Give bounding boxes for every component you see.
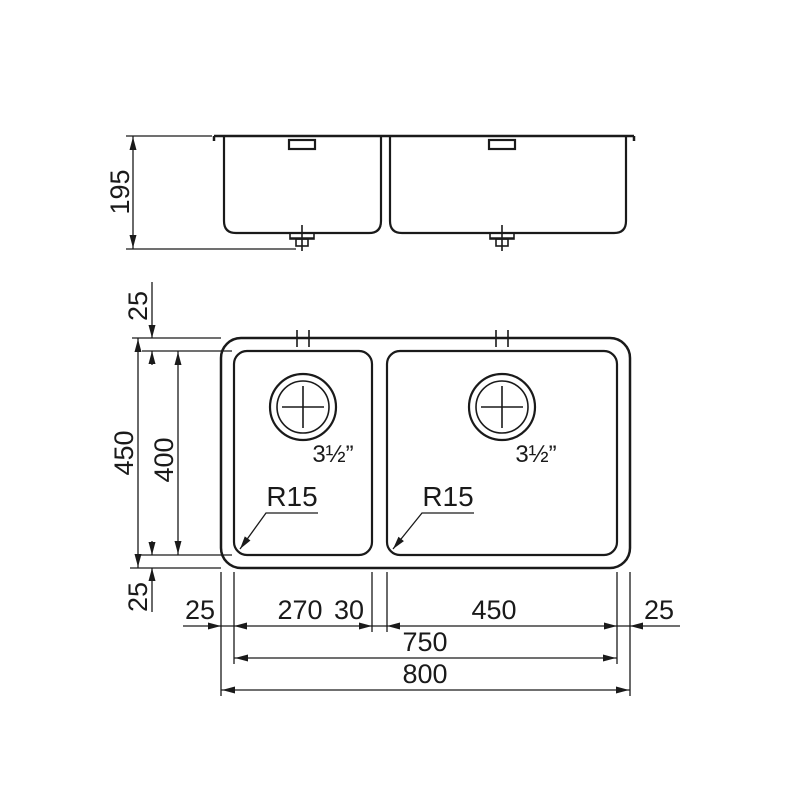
right-bowl-profile [388,136,628,235]
rim-end-ticks [212,136,636,141]
radius-callout-left: R15 [237,481,318,552]
arrowhead [174,541,182,554]
dimension-depth-195: 195 [105,135,296,250]
left-centerline-ticks [296,330,310,347]
radius-callout-right: R15 [390,481,474,552]
dimension-top-rim-25: 25 [123,282,156,365]
arrowhead [234,622,247,630]
radius-label-right: R15 [422,481,473,512]
dim-label-25-left: 25 [185,595,215,625]
arrowhead [616,686,629,694]
left-bowl-outline [232,349,374,557]
dim-label-195: 195 [105,169,135,214]
left-drain-elevation [289,225,315,251]
dim-label-270: 270 [277,595,322,625]
drain-centerline-cross [490,225,514,251]
dim-label-25-top: 25 [123,291,153,321]
arrowhead [148,542,156,555]
arrowhead [148,325,156,338]
dim-label-450-overall: 450 [109,430,139,475]
dim-label-400: 400 [149,437,179,482]
left-overflow-fitting [287,138,317,151]
arrowhead [603,654,616,662]
radius-label-left: R15 [266,481,317,512]
arrowhead [630,622,643,630]
drain-size-label-right: 3½” [515,441,556,468]
dimension-bottom-rim-25: 25 [123,541,156,612]
dim-label-750: 750 [402,627,447,657]
arrowhead [387,622,400,630]
right-overflow-fitting [487,138,517,151]
drain-cross [282,386,324,428]
arrowhead [174,352,182,365]
drain-inner-circle [276,380,330,434]
right-bowl-outline [385,349,619,557]
leader-line [392,512,474,550]
arrowhead [129,235,137,248]
arrowhead [134,339,142,352]
dim-label-25-right: 25 [644,595,674,625]
drain-size-label-left: 3½” [312,441,353,468]
arrowhead [148,351,156,364]
arrowhead [134,554,142,567]
elevation-view: 195 [105,134,636,251]
drain-cross [481,386,523,428]
right-centerline-ticks [495,330,509,347]
dimension-overall-width-800: 800 [221,659,630,694]
drain-centerline-cross [290,225,314,251]
drain-outer-circle [268,372,338,442]
arrowhead [129,137,137,150]
horizontal-dimensions: 25 270 30 450 25 750 800 [183,572,680,696]
dimension-overall-depth-450: 450 [109,338,142,568]
left-bowl-profile [222,136,383,235]
drain-inner-circle [475,380,529,434]
right-drain-elevation [489,225,515,251]
dimension-chain-row: 25 270 30 450 25 [183,595,680,630]
dimension-bowls-span-750: 750 [234,627,617,662]
plan-view: 3½” 3½” R15 R15 [219,330,632,570]
arrowhead [148,568,156,581]
leader-line [239,512,318,550]
left-drain-plan: 3½” [268,372,354,468]
arrowhead [235,654,248,662]
right-drain-plan: 3½” [467,372,557,468]
dim-label-450-bowl: 450 [471,595,516,625]
arrowhead [604,622,617,630]
arrowhead [222,686,235,694]
sink-outer-outline [219,336,632,570]
dim-label-30: 30 [334,595,364,625]
arrowhead [237,536,251,552]
drain-outer-circle [467,372,537,442]
dim-label-25-bottom: 25 [123,582,153,612]
dim-label-800: 800 [402,659,447,689]
vertical-dimensions: 450 400 25 25 [109,282,232,612]
dimension-bowl-depth-400: 400 [149,351,182,555]
